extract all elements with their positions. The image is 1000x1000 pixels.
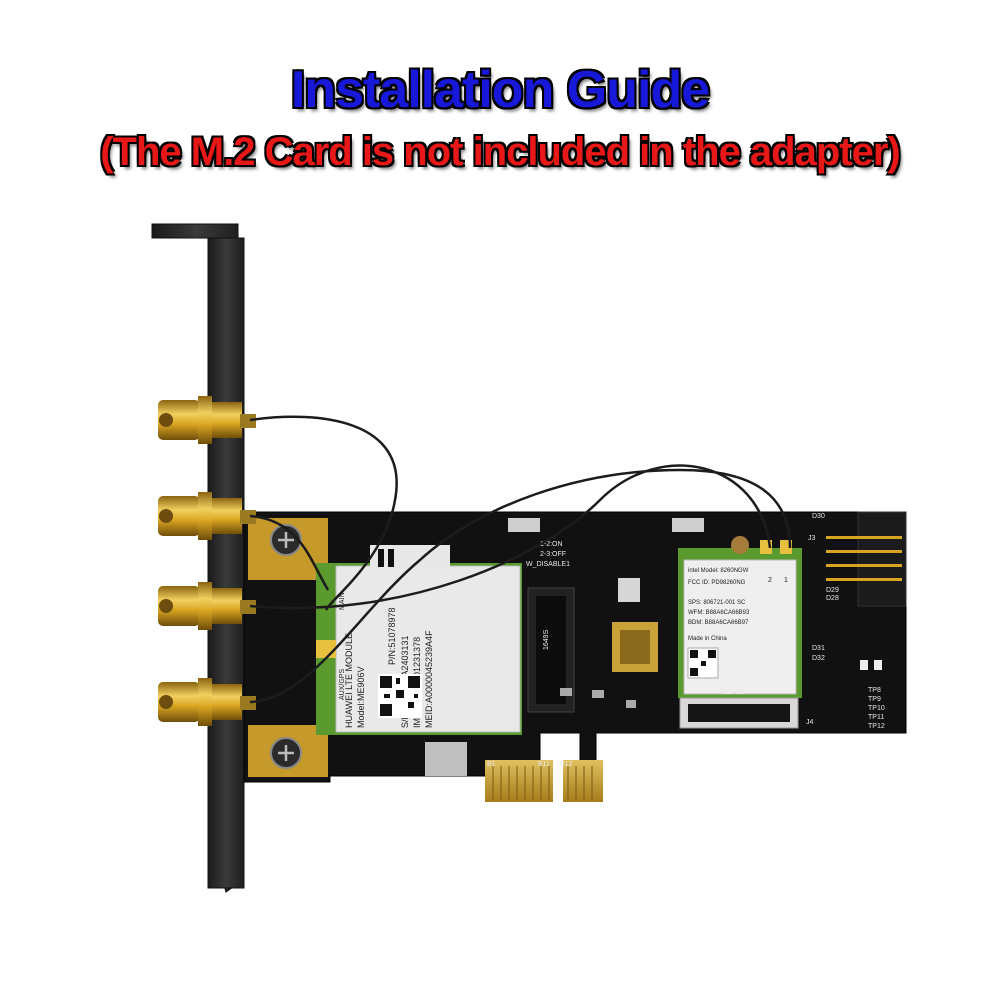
cable-4 xyxy=(249,468,792,704)
page-title: Installation Guide xyxy=(290,61,710,119)
wifi-ant-aux-label: 1 xyxy=(784,577,788,584)
led-label-d28: D28 xyxy=(826,595,839,602)
cable-2 xyxy=(249,514,330,591)
tp-label-12: TP12 xyxy=(868,723,885,730)
led-label-d30: D30 xyxy=(812,513,825,520)
wifi-ant-main-label: 2 xyxy=(768,577,772,584)
lte-meid-line: MEID:A0000045239A4F xyxy=(424,630,434,728)
header-pins xyxy=(826,511,907,670)
pcb-components xyxy=(508,518,704,708)
page-subtitle: (The M.2 Card is not included in the ada… xyxy=(100,130,901,174)
led-label-d29: D29 xyxy=(826,587,839,594)
lte-model-line: Model:ME906V xyxy=(356,666,366,728)
tp-label-8: TP8 xyxy=(868,687,881,694)
pcie-gold-fingers xyxy=(425,742,603,802)
pci-bracket xyxy=(151,223,245,893)
label-j3: J3 xyxy=(808,535,816,542)
cable-1 xyxy=(249,415,398,611)
wifi-model-line: intel Model: 8260NGW xyxy=(688,568,749,574)
switch-label-2: 2-3:OFF xyxy=(540,551,566,558)
lte-pn-line: P/N:51078978 xyxy=(387,607,397,665)
sma-connector-4 xyxy=(158,678,242,726)
lte-brand-line: HUAWEI LTE MODULE xyxy=(344,633,354,728)
main-chip-label: 1649S xyxy=(543,629,550,650)
tp-label-10: TP10 xyxy=(868,705,885,712)
tp-label-11: TP11 xyxy=(868,714,884,721)
wifi-wfm-line: WFM: B88A6CA66B93 xyxy=(688,610,750,616)
wifi-sps-line: SPS: 806721-001 SC xyxy=(688,600,746,606)
edge-label-b11: B11 xyxy=(538,761,550,768)
led-label-d31: D31 xyxy=(812,645,825,652)
edge-label-b1: B1 xyxy=(487,761,496,768)
label-j4: J4 xyxy=(806,719,814,726)
sma-connector-1 xyxy=(158,396,242,444)
lte-main-label: MAIN xyxy=(339,593,346,611)
wifi-made-line: Made in China xyxy=(688,636,727,642)
switch-label-1: 1-2:ON xyxy=(540,541,563,548)
sma-connector-3 xyxy=(158,582,242,630)
label-r12-02: R12-02 xyxy=(720,689,743,696)
sma-connectors xyxy=(158,396,256,726)
antenna-cables xyxy=(249,415,792,704)
wifi-qr-code xyxy=(687,647,719,679)
wifi-bdm-line: BDM: B88A6CA66B97 xyxy=(688,620,749,626)
silkscreen-labels: B1 B11 B12 J3 J4 R12-02 1-2:ON 2-3:OFF W… xyxy=(487,513,885,768)
lte-qr-code xyxy=(378,674,422,718)
wifi-fcc-line: FCC ID: PD98260NG xyxy=(688,580,746,586)
lte-module-card: HUAWEI LTE MODULE Model:ME906V P/N:51078… xyxy=(316,545,522,735)
tp-label-9: TP9 xyxy=(868,696,881,703)
sma-connector-2 xyxy=(158,492,242,540)
led-label-d32: D32 xyxy=(812,655,825,662)
switch-label-3: W_DISABLE1 xyxy=(526,561,570,568)
wifi-module-card: intel Model: 8260NGW FCC ID: PD98260NG S… xyxy=(678,536,802,729)
lte-aux-label: AUX/GPS xyxy=(339,669,346,700)
edge-label-b12: B12 xyxy=(560,761,573,768)
